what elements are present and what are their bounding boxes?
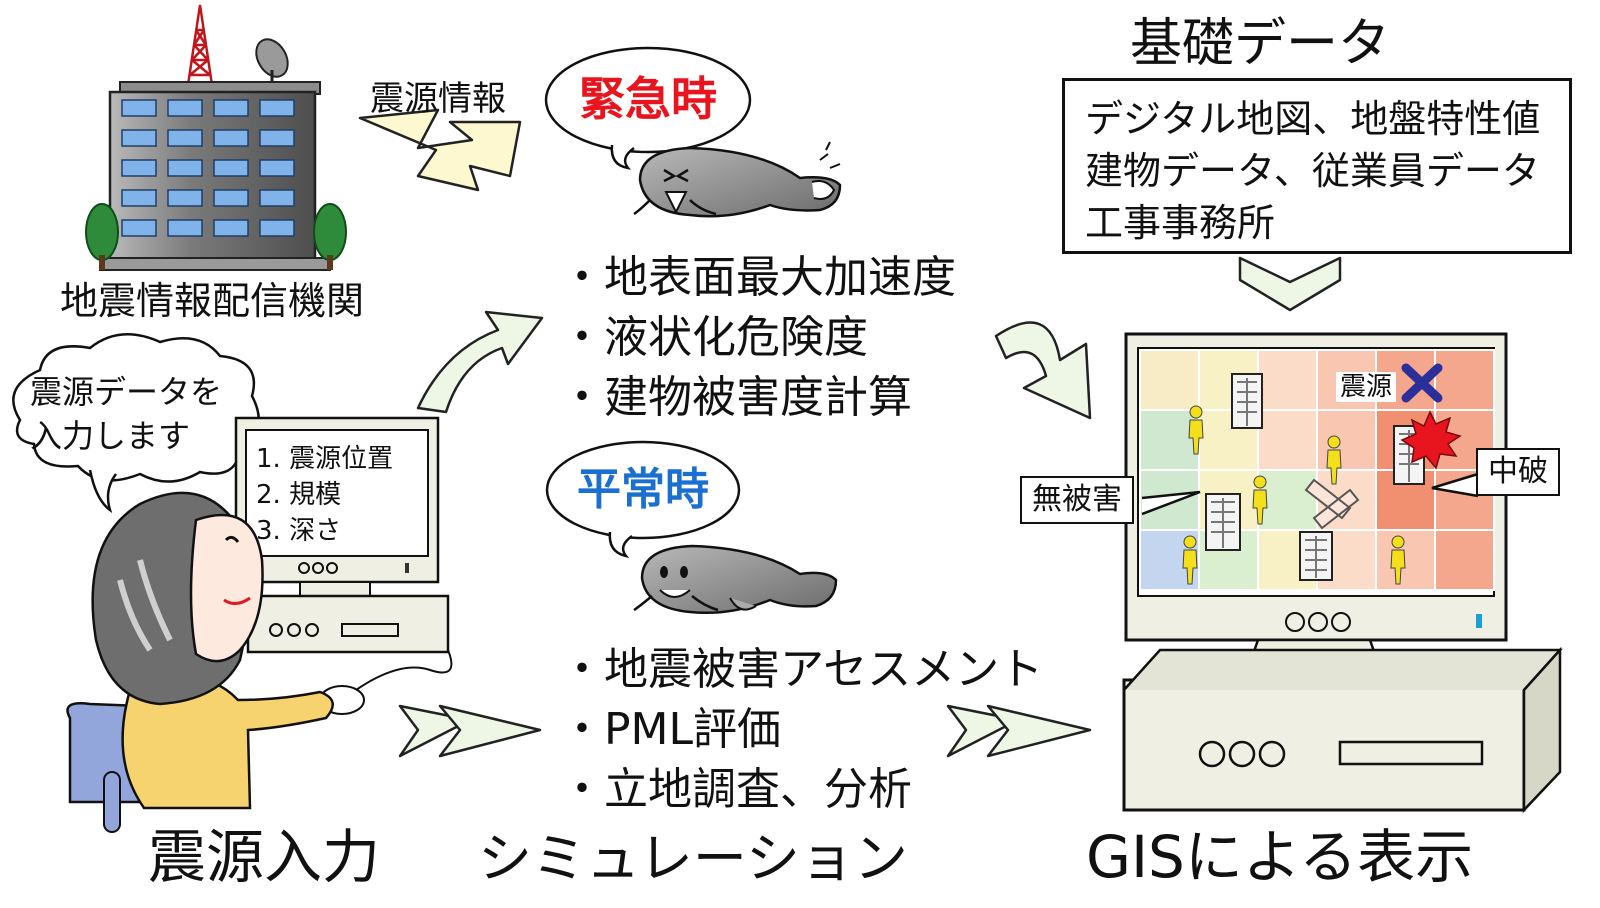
base-data-line: 工事事務所 bbox=[1085, 201, 1276, 245]
person-icon bbox=[1188, 405, 1204, 455]
screen-item-depth: 3. 深さ bbox=[256, 516, 342, 546]
no-damage-callout: 無被害 bbox=[1020, 476, 1134, 524]
emergency-label: 緊急時 bbox=[579, 72, 717, 126]
map-cell bbox=[1316, 409, 1377, 471]
arrow-input-to-normal bbox=[398, 704, 542, 758]
window-pane bbox=[259, 129, 295, 147]
window-pane bbox=[259, 99, 295, 117]
window-pane bbox=[167, 189, 203, 207]
broadcast-agency-label: 地震情報配信機関 bbox=[60, 279, 365, 323]
collapsed-building-icon bbox=[1304, 478, 1360, 530]
map-cell bbox=[1434, 529, 1495, 591]
moderate-damage-callout: 中破 bbox=[1476, 448, 1560, 496]
result-pml-evaluation: PML評価 bbox=[560, 700, 1043, 760]
map-cell bbox=[1139, 409, 1200, 471]
result-building-damage-calc: 建物被害度計算 bbox=[560, 368, 956, 428]
normal-label: 平常時 bbox=[577, 464, 709, 515]
window-pane bbox=[213, 129, 249, 147]
epicenter-label: 震源 bbox=[1336, 372, 1397, 402]
window-pane bbox=[121, 159, 157, 177]
operator-person bbox=[66, 491, 334, 833]
window-pane bbox=[213, 219, 249, 237]
emergency-results-list: 地表面最大加速度 液状化危険度 建物被害度計算 bbox=[560, 248, 956, 428]
screen-item-location: 1. 震源位置 bbox=[256, 444, 394, 474]
map-cell bbox=[1434, 349, 1495, 411]
catfish-panicked-icon bbox=[633, 141, 842, 218]
lightning-bolt-icon bbox=[358, 108, 522, 192]
normal-results-list: 地震被害アセスメント PML評価 立地調査、分析 bbox=[560, 640, 1043, 820]
arrow-to-emergency-results bbox=[416, 310, 544, 414]
building-icon bbox=[1231, 373, 1263, 429]
moderate-damage-pointer bbox=[1431, 472, 1479, 498]
result-site-survey: 立地調査、分析 bbox=[560, 760, 1043, 820]
person-icon bbox=[1252, 475, 1268, 525]
base-data-line: 建物データ、従業員データ bbox=[1085, 149, 1540, 193]
operator-speech-line-2: 入力します bbox=[30, 417, 191, 455]
window-pane bbox=[259, 189, 295, 207]
antenna-tower-icon bbox=[186, 4, 214, 86]
map-cell bbox=[1257, 349, 1318, 411]
result-liquefaction-risk: 液状化危険度 bbox=[560, 308, 956, 368]
satellite-dish-icon bbox=[255, 38, 289, 88]
result-damage-assessment: 地震被害アセスメント bbox=[560, 640, 1043, 700]
window-pane bbox=[259, 159, 295, 177]
operator-computer bbox=[234, 416, 453, 715]
arrow-basedata-to-gis bbox=[1238, 256, 1342, 312]
window-pane bbox=[167, 129, 203, 147]
window-pane bbox=[213, 99, 249, 117]
window-pane bbox=[121, 219, 157, 237]
map-cell bbox=[1375, 529, 1436, 591]
building-windows bbox=[121, 99, 295, 237]
person-icon bbox=[1390, 535, 1406, 585]
map-cell bbox=[1198, 409, 1259, 471]
window-pane bbox=[121, 99, 157, 117]
window-pane bbox=[213, 189, 249, 207]
person-icon bbox=[1182, 535, 1198, 585]
map-cell bbox=[1257, 409, 1318, 471]
building-icon bbox=[1205, 493, 1241, 551]
map-cell bbox=[1257, 469, 1318, 531]
arrow-emergency-to-gis bbox=[994, 321, 1092, 420]
footer-input-label: 震源入力 bbox=[148, 823, 381, 891]
tree-icon bbox=[313, 203, 347, 270]
emergency-speech-bubble bbox=[544, 46, 752, 170]
catfish-calm-icon bbox=[633, 544, 838, 615]
epicenter-x-icon bbox=[1401, 363, 1443, 403]
quake-info-label: 震源情報 bbox=[370, 79, 506, 119]
no-damage-pointer bbox=[1141, 490, 1201, 516]
result-peak-ground-acceleration: 地表面最大加速度 bbox=[560, 248, 956, 308]
map-cell bbox=[1139, 349, 1200, 411]
broadcast-building bbox=[85, 4, 347, 271]
window-pane bbox=[121, 129, 157, 147]
screen-item-magnitude: 2. 規模 bbox=[256, 480, 342, 510]
normal-speech-bubble bbox=[545, 440, 741, 558]
window-pane bbox=[213, 159, 249, 177]
window-pane bbox=[121, 189, 157, 207]
window-pane bbox=[167, 159, 203, 177]
base-data-line: デジタル地図、地盤特性値 bbox=[1085, 97, 1541, 141]
window-pane bbox=[167, 99, 203, 117]
building-icon bbox=[1299, 531, 1333, 581]
base-data-box: デジタル地図、地盤特性値 建物データ、従業員データ 工事事務所 bbox=[1062, 78, 1572, 254]
window-pane bbox=[167, 219, 203, 237]
person-icon bbox=[1326, 435, 1342, 485]
window-pane bbox=[259, 219, 295, 237]
footer-gis-label: GISによる表示 bbox=[1086, 823, 1474, 891]
footer-simulation-label: シミュレーション bbox=[478, 827, 908, 890]
map-people bbox=[1182, 405, 1406, 585]
operator-speech-line-1: 震源データを bbox=[30, 373, 223, 411]
tree-icon bbox=[85, 203, 119, 270]
damage-burst-icon bbox=[1400, 410, 1462, 470]
base-data-title: 基礎データ bbox=[1130, 14, 1391, 74]
